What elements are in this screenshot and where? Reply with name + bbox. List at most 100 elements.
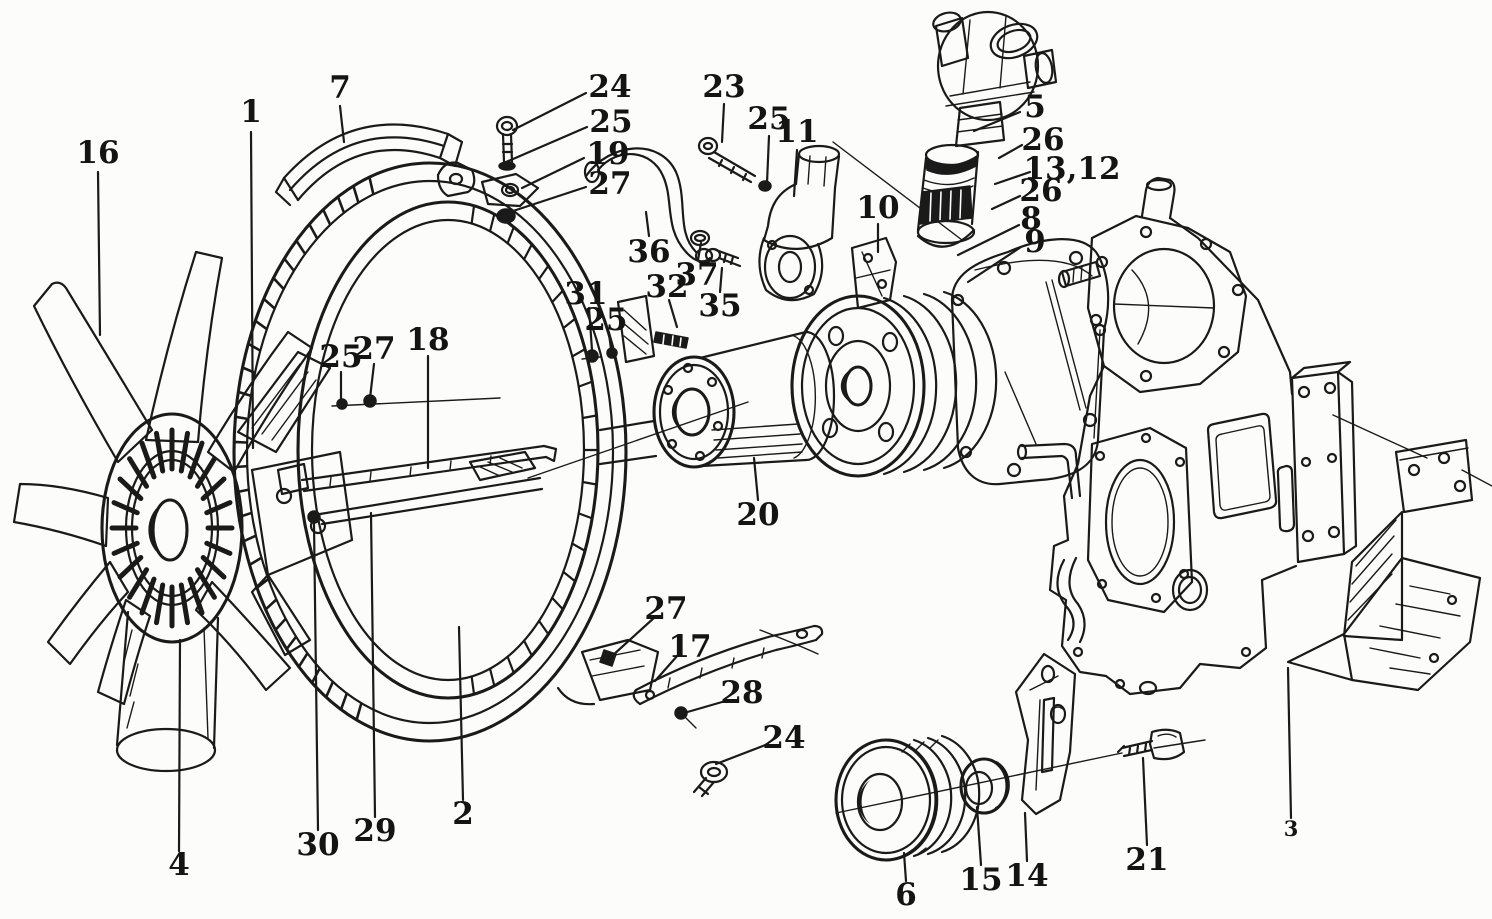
- shroud-upper-arc: [274, 123, 464, 207]
- tick: [352, 184, 360, 203]
- leader-line-14: [1023, 811, 1029, 863]
- leader-line-28: [682, 698, 731, 715]
- fan-shroud: [232, 115, 824, 798]
- tick: [506, 225, 515, 245]
- tick: [204, 500, 233, 516]
- tick: [551, 289, 565, 304]
- cover-plate-3: [1286, 414, 1492, 692]
- tick: [470, 675, 476, 696]
- part-label-25: 25: [584, 302, 627, 338]
- part-label-5: 5: [1024, 89, 1046, 125]
- tick: [255, 578, 269, 589]
- shroud-side-bracket: [581, 294, 656, 364]
- bolt-21: [1116, 728, 1186, 761]
- tick: [232, 440, 248, 444]
- tick: [139, 576, 157, 616]
- fan-hub-bore: [151, 498, 189, 562]
- part-label-26: 26: [1021, 122, 1064, 158]
- part-label-30: 30: [296, 827, 339, 863]
- bracket-10: [850, 236, 898, 310]
- spacer-15: [959, 757, 1010, 815]
- part-label-29: 29: [353, 813, 396, 849]
- part-label-24: 24: [762, 720, 805, 756]
- clamp-37: [693, 233, 707, 243]
- tick: [522, 639, 533, 657]
- part-label-35: 35: [698, 288, 741, 324]
- part-label-21: 21: [1125, 842, 1168, 878]
- leader-line-20: [752, 456, 760, 502]
- part-label-9: 9: [1024, 224, 1046, 260]
- leader-line-37: [696, 241, 703, 262]
- tick: [537, 264, 550, 281]
- tick: [153, 430, 166, 474]
- leader-line-9: [966, 245, 1023, 284]
- rod-axis-line: [331, 397, 501, 407]
- tick: [308, 222, 319, 239]
- part-label-13、12: 13,12: [1023, 151, 1120, 187]
- fan-blade: [32, 281, 154, 464]
- tick: [246, 342, 261, 352]
- part-label-18: 18: [406, 322, 449, 358]
- part-label-10: 10: [856, 190, 899, 226]
- tick: [506, 655, 515, 675]
- part-label-25: 25: [589, 104, 632, 140]
- leader-line-7: [338, 104, 346, 144]
- leader-line-27: [508, 185, 588, 214]
- leader-line-19: [520, 156, 586, 190]
- part-label-19: 19: [586, 136, 629, 172]
- leader-line-13、12: [993, 170, 1032, 186]
- washer: [606, 347, 618, 359]
- tick: [153, 582, 166, 626]
- leader-line-15: [975, 805, 983, 867]
- fan-hub-bore-shadow: [148, 505, 160, 555]
- tick: [321, 208, 332, 226]
- part-label-25: 25: [747, 101, 790, 137]
- tick: [194, 567, 217, 600]
- leader-line-23: [720, 102, 726, 144]
- tick: [200, 476, 227, 501]
- shroud-segments: [470, 204, 600, 696]
- leader-line-3: [1286, 666, 1293, 820]
- tick: [368, 175, 375, 195]
- water-pump-assembly: [790, 238, 1110, 486]
- leader-line-25: [765, 134, 771, 185]
- part-label-2: 2: [452, 796, 474, 832]
- tick: [562, 570, 577, 583]
- tick: [355, 702, 363, 722]
- fan-assembly: [12, 250, 354, 773]
- part-label-20: 20: [736, 497, 779, 533]
- part-label-36: 36: [627, 234, 670, 270]
- tick: [127, 456, 150, 489]
- tick: [339, 693, 348, 711]
- part-label-8: 8: [1020, 201, 1042, 237]
- tick: [577, 380, 594, 388]
- part-label-27: 27: [644, 591, 687, 627]
- crank-pulley-6: [834, 734, 981, 862]
- leader-line-25: [607, 332, 613, 351]
- part-label-4: 4: [168, 847, 190, 883]
- fan-blade: [144, 250, 224, 444]
- leader-line-32: [667, 298, 679, 329]
- tick: [562, 317, 577, 330]
- tick: [470, 204, 476, 225]
- tick: [236, 390, 252, 397]
- tick: [283, 257, 295, 272]
- leader-line-21: [1141, 756, 1149, 847]
- bolt-23: [697, 136, 757, 184]
- part-label-37: 37: [675, 257, 718, 293]
- tick: [571, 542, 587, 552]
- fan-clutch-20: [527, 330, 836, 479]
- part-label-24: 24: [588, 69, 631, 105]
- tick: [297, 652, 309, 669]
- tick: [488, 213, 496, 233]
- tick: [571, 348, 587, 358]
- tick: [264, 598, 277, 611]
- tick: [111, 500, 140, 516]
- water-outlet-elbow-11: [758, 144, 841, 302]
- part-label-25: 25: [319, 339, 362, 375]
- leader-line-29: [369, 511, 377, 819]
- part-label-31: 31: [564, 276, 607, 312]
- leader-line-30: [312, 522, 320, 832]
- tick: [178, 582, 191, 626]
